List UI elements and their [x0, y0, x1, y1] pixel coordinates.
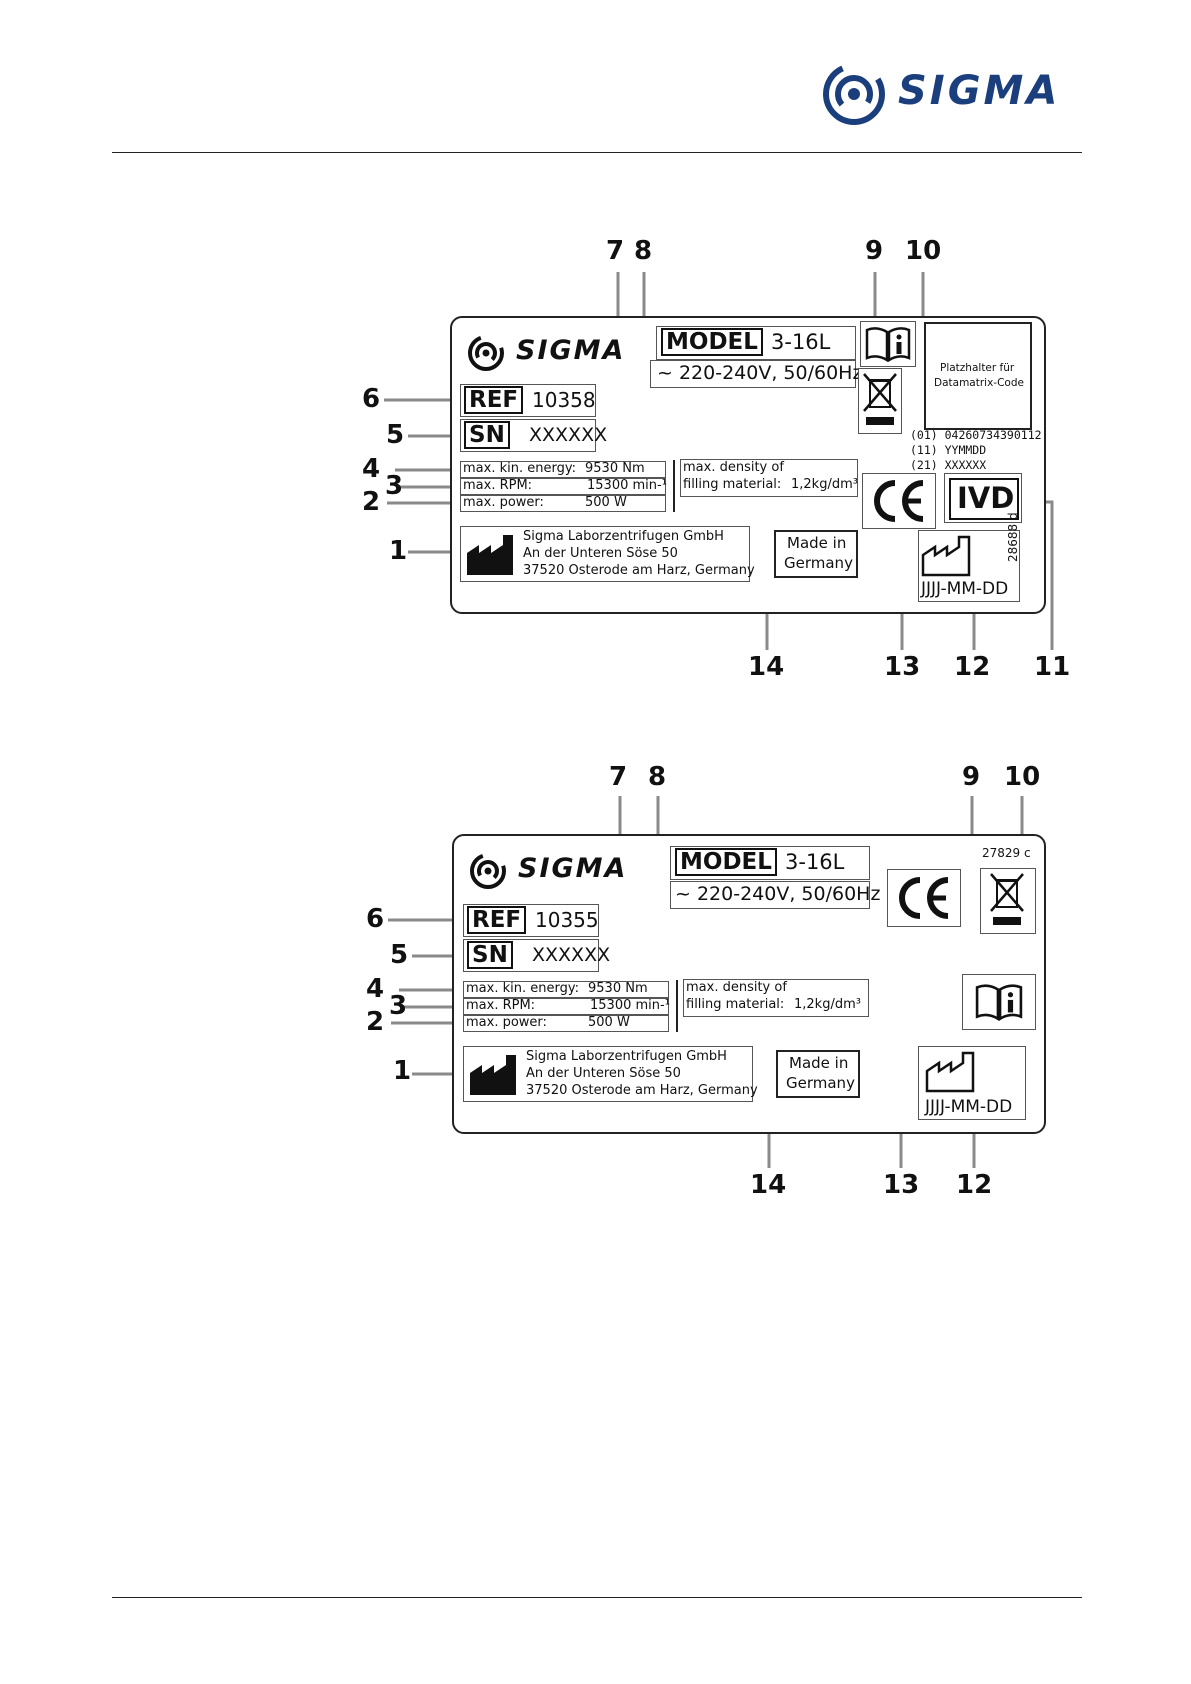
- label2-doc-code: 27829 c: [982, 846, 1031, 860]
- ref-key: REF: [464, 386, 524, 415]
- label2-logo: SIGMA: [468, 851, 625, 895]
- spec-row: max. RPM: 15300 min-¹: [460, 478, 667, 495]
- label2-divider: [676, 980, 678, 1032]
- label2-model-box: MODEL 3-16L: [670, 846, 870, 880]
- label1-date-box: JJJJ-MM-DD: [918, 530, 1020, 602]
- callout-8: 8: [634, 236, 653, 266]
- spec-row: max. kin. energy: 9530 Nm: [460, 461, 666, 478]
- label1-datamatrix-box: Platzhalter für Datamatrix-Code: [924, 322, 1032, 430]
- callout-7: 7: [609, 762, 628, 792]
- callout-5: 5: [390, 940, 409, 970]
- callout-3: 3: [385, 471, 404, 501]
- callout-5: 5: [386, 420, 405, 450]
- ivd-text: IVD: [957, 481, 1015, 515]
- sn-key: SN: [464, 421, 510, 450]
- callout-2: 2: [362, 487, 381, 517]
- callout-4: 4: [362, 454, 381, 484]
- label2-specs: max. kin. energy: 9530 Nm max. RPM: 1530…: [463, 981, 670, 1032]
- instructions-book-icon: [975, 984, 1023, 1021]
- callout-4: 4: [366, 974, 385, 1004]
- callout-11: 11: [1034, 652, 1071, 682]
- callout-14: 14: [748, 652, 785, 682]
- label2-sn-box: SN XXXXXX: [463, 939, 610, 972]
- spec-row: max. RPM: 15300 min-¹: [463, 998, 670, 1015]
- weee-bin-icon: [990, 873, 1024, 925]
- label1-doc-code: 28688 d: [1006, 512, 1020, 562]
- spec-row: max. power: 500 W: [463, 1015, 669, 1032]
- callout-9: 9: [962, 762, 981, 792]
- callout-7: 7: [606, 236, 625, 266]
- manufacturer-factory-icon: [470, 1055, 516, 1095]
- spec-row: max. power: 500 W: [460, 495, 666, 512]
- label1-sn-box: SN XXXXXX: [460, 419, 607, 452]
- label2-density-box: max. density of filling material: 1,2kg/…: [683, 979, 869, 1017]
- callout-8: 8: [648, 762, 667, 792]
- callout-14: 14: [750, 1170, 787, 1200]
- header-rule: [112, 152, 1082, 153]
- model-value: 3-16L: [771, 330, 831, 354]
- header-logo: SIGMA: [820, 62, 1080, 126]
- voltage-value: ~ 220-240V, 50/60Hz: [657, 362, 863, 384]
- voltage-value: ~ 220-240V, 50/60Hz: [675, 883, 881, 905]
- model-key: MODEL: [661, 328, 763, 357]
- label1-model-box: MODEL 3-16L: [656, 326, 856, 360]
- label1-manual-icon-box: [860, 321, 916, 367]
- label1-specs: max. kin. energy: 9530 Nm max. RPM: 1530…: [460, 461, 667, 512]
- ref-value: 10358: [532, 388, 596, 412]
- callout-6: 6: [366, 904, 385, 934]
- callout-13: 13: [884, 652, 921, 682]
- label1-ce-box: [862, 473, 936, 529]
- label2-made-in: Made in Germany: [776, 1050, 860, 1098]
- label2-brand: SIGMA: [518, 853, 628, 884]
- callout-2: 2: [366, 1007, 385, 1037]
- callout-13: 13: [883, 1170, 920, 1200]
- manufacturer-factory-icon: [467, 535, 513, 575]
- label1-ivd-box: IVD: [944, 473, 1022, 523]
- callout-12: 12: [954, 652, 991, 682]
- ref-key: REF: [467, 906, 527, 935]
- ce-mark-icon: [899, 877, 949, 919]
- label2-manufacturer-box: Sigma Laborzentrifugen GmbH An der Unter…: [463, 1046, 758, 1102]
- label2-ce-box: [887, 869, 961, 927]
- sn-value: XXXXXX: [529, 424, 608, 446]
- label1-weee-icon-box: [858, 368, 902, 434]
- callout-12: 12: [956, 1170, 993, 1200]
- label2-manual-icon-box: [962, 974, 1036, 1030]
- weee-bin-icon: [863, 373, 897, 425]
- callout-1: 1: [389, 536, 408, 566]
- label1-density-box: max. density of filling material: 1,2kg/…: [680, 459, 858, 497]
- label1-divider: [673, 460, 675, 512]
- callout-10: 10: [1004, 762, 1041, 792]
- label2-ref-box: REF 10355: [463, 904, 599, 937]
- callout-1: 1: [393, 1056, 412, 1086]
- label1-brand: SIGMA: [516, 335, 626, 366]
- manufacture-date-icon: [921, 535, 971, 577]
- label1-ref-box: REF 10358: [460, 384, 596, 417]
- label2-date-box: JJJJ-MM-DD: [918, 1046, 1026, 1120]
- model-value: 3-16L: [785, 850, 845, 874]
- ce-mark-icon: [874, 480, 924, 522]
- callout-6: 6: [362, 384, 381, 414]
- sigma-swirl-icon: [468, 335, 504, 371]
- spec-row: max. kin. energy: 9530 Nm: [463, 981, 669, 998]
- sigma-swirl-icon: [823, 63, 885, 125]
- callout-9: 9: [865, 236, 884, 266]
- manufacture-date-icon: [925, 1051, 975, 1093]
- instructions-book-icon: [865, 327, 911, 362]
- header-brand: SIGMA: [898, 68, 1061, 114]
- label2-weee-icon-box: [980, 868, 1036, 934]
- model-key: MODEL: [675, 848, 777, 877]
- callout-3: 3: [389, 991, 408, 1021]
- label1-made-in: Made in Germany: [774, 530, 858, 578]
- sn-key: SN: [467, 941, 513, 970]
- label1-voltage-box: ~ 220-240V, 50/60Hz: [650, 360, 862, 388]
- label1-manufacturer-box: Sigma Laborzentrifugen GmbH An der Unter…: [460, 526, 755, 582]
- footer-rule: [112, 1597, 1082, 1598]
- sigma-swirl-icon: [470, 853, 506, 889]
- label1-logo: SIGMA: [466, 333, 623, 377]
- callout-10: 10: [905, 236, 942, 266]
- ref-value: 10355: [535, 908, 599, 932]
- label2-voltage-box: ~ 220-240V, 50/60Hz: [670, 881, 880, 909]
- sn-value: XXXXXX: [532, 944, 611, 966]
